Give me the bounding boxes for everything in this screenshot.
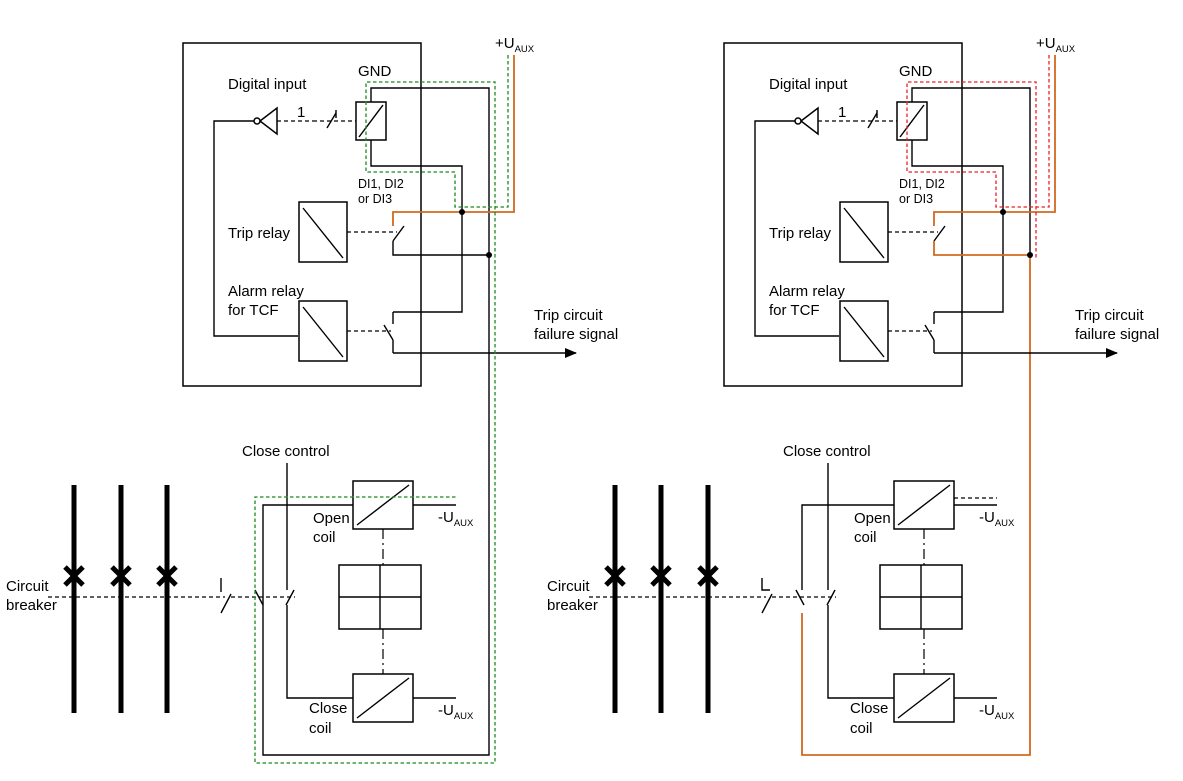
svg-text:-UAUX: -UAUX bbox=[979, 509, 1015, 529]
svg-text:breaker: breaker bbox=[547, 597, 598, 614]
open-coil-label-line2: coil bbox=[313, 529, 336, 546]
svg-text:Close: Close bbox=[850, 700, 888, 717]
alarm-relay-label-line1: Alarm relay bbox=[228, 283, 304, 300]
svg-text:-UAUX: -UAUX bbox=[979, 702, 1015, 722]
inverter-one-label: 1 bbox=[297, 104, 305, 121]
svg-text:Alarm relay: Alarm relay bbox=[769, 283, 845, 300]
close-control-label: Close control bbox=[242, 443, 330, 460]
u-aux-pos-label: +UAUX bbox=[495, 35, 535, 55]
digital-input-section: Digital input GND 1 DI1, DI2 or DI3 bbox=[213, 63, 404, 337]
trip-relay-right: Trip relay bbox=[769, 201, 946, 263]
svg-text:+UAUX: +UAUX bbox=[1036, 35, 1076, 55]
alarm-relay: Alarm relay for TCF bbox=[228, 283, 577, 362]
svg-text:Digital input: Digital input bbox=[769, 76, 848, 93]
svg-text:GND: GND bbox=[899, 63, 933, 80]
svg-text:or DI3: or DI3 bbox=[899, 192, 933, 206]
u-aux-neg-label-open: -UAUX bbox=[438, 509, 474, 529]
svg-text:Circuit: Circuit bbox=[547, 578, 590, 595]
svg-text:1: 1 bbox=[838, 104, 846, 121]
inverter-gate-icon-right bbox=[799, 106, 819, 136]
right-diagram-faulty: Digital input GND 1 DI1, DI2 or DI3 Trip… bbox=[547, 35, 1159, 756]
alarm-relay-right: Alarm relay for TCF bbox=[769, 283, 1118, 362]
tcf-signal-label-line1: Trip circuit bbox=[534, 307, 603, 324]
svg-text:Trip circuit: Trip circuit bbox=[1075, 307, 1144, 324]
close-coil-label-line1: Close bbox=[309, 700, 347, 717]
healthy-monitoring-path bbox=[254, 55, 509, 764]
svg-text:DI1, DI2: DI1, DI2 bbox=[899, 177, 945, 191]
circuit-breaker-poles bbox=[48, 485, 225, 713]
faulty-monitoring-path bbox=[906, 55, 1050, 258]
alarm-relay-label-line2: for TCF bbox=[228, 302, 279, 319]
inverter-gate-icon bbox=[258, 106, 278, 136]
di-label-line2: or DI3 bbox=[358, 192, 392, 206]
supply-path-right bbox=[801, 241, 1031, 756]
open-coil-label-line1: Open bbox=[313, 510, 350, 527]
gnd-label: GND bbox=[358, 63, 392, 80]
alarm-relay-coil bbox=[298, 300, 348, 362]
svg-text:coil: coil bbox=[850, 720, 873, 737]
circuit-breaker-label-line2: breaker bbox=[6, 597, 57, 614]
trip-relay-label: Trip relay bbox=[228, 225, 290, 242]
digital-input-label: Digital input bbox=[228, 76, 307, 93]
svg-text:for TCF: for TCF bbox=[769, 302, 820, 319]
close-coil bbox=[352, 673, 414, 723]
left-diagram-healthy: Digital input GND 1 DI1, DI2 or DI3 Trip… bbox=[6, 35, 618, 764]
open-coil bbox=[352, 480, 414, 530]
supply-path bbox=[392, 55, 515, 226]
trip-relay: Trip relay bbox=[228, 201, 489, 263]
circuit-breaker-label-line1: Circuit bbox=[6, 578, 49, 595]
u-aux-neg-label-close: -UAUX bbox=[438, 702, 474, 722]
svg-text:Close control: Close control bbox=[783, 443, 871, 460]
circuit-breaker-poles-right bbox=[589, 485, 766, 713]
svg-text:Trip relay: Trip relay bbox=[769, 225, 831, 242]
trip-relay-coil bbox=[298, 201, 348, 263]
di-label-line1: DI1, DI2 bbox=[358, 177, 404, 191]
tcf-signal-label-line2: failure signal bbox=[534, 326, 618, 343]
svg-text:coil: coil bbox=[854, 529, 877, 546]
svg-text:failure signal: failure signal bbox=[1075, 326, 1159, 343]
digital-input-section-right: Digital input GND 1 DI1, DI2 or DI3 bbox=[754, 63, 945, 337]
svg-text:Open: Open bbox=[854, 510, 891, 527]
close-coil-label-line2: coil bbox=[309, 720, 332, 737]
